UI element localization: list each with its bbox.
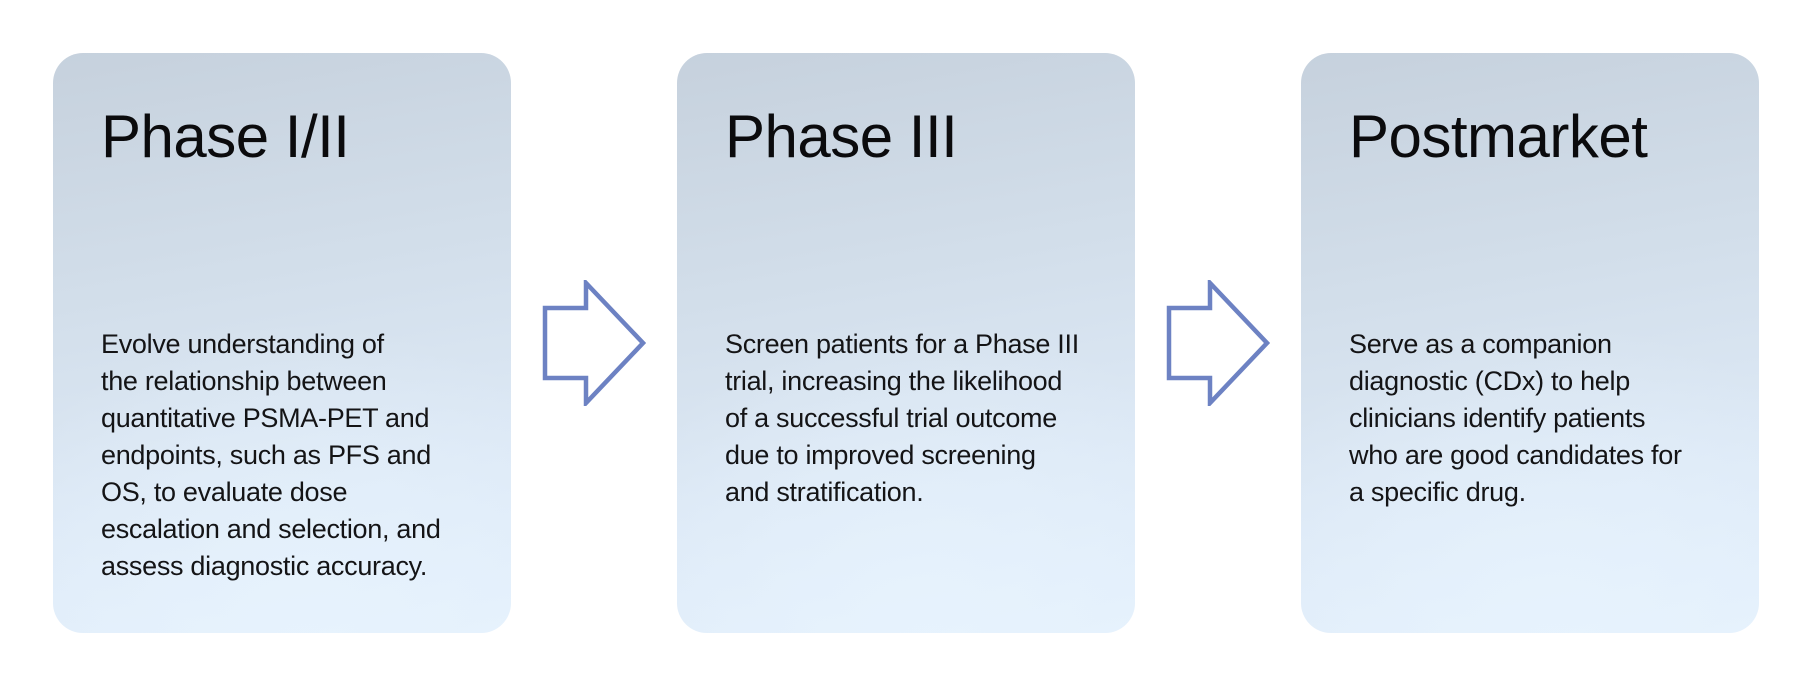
stage-title: Phase I/II (101, 103, 350, 170)
stage-card-phase-iii: Phase III Screen patients for a Phase II… (677, 53, 1135, 633)
stage-title: Postmarket (1349, 103, 1648, 170)
flow-arrow-icon (542, 280, 646, 406)
description-line: who are good candidates for (1349, 440, 1682, 470)
stage-description: Evolve understanding of the relationship … (101, 326, 463, 585)
description-line: Screen patients for a Phase III (725, 329, 1079, 359)
description-line: OS, to evaluate dose (101, 477, 348, 507)
description-line: quantitative PSMA-PET and (101, 403, 430, 433)
description-line: Serve as a companion (1349, 329, 1612, 359)
description-line: and stratification. (725, 477, 924, 507)
stage-description: Serve as a companion diagnostic (CDx) to … (1349, 326, 1711, 511)
right-arrow-shape (542, 280, 646, 406)
stage-title: Phase III (725, 103, 958, 170)
description-line: the relationship between (101, 366, 387, 396)
description-line: escalation and selection, and (101, 514, 441, 544)
description-line: clinicians identify patients (1349, 403, 1646, 433)
stage-card-postmarket: Postmarket Serve as a companion diagnosti… (1301, 53, 1759, 633)
flow-arrow-icon (1166, 280, 1270, 406)
description-line: trial, increasing the likelihood (725, 366, 1063, 396)
right-arrow-shape (1166, 280, 1270, 406)
stage-description: Screen patients for a Phase III trial, in… (725, 326, 1087, 511)
description-line: of a successful trial outcome (725, 403, 1057, 433)
description-line: diagnostic (CDx) to help (1349, 366, 1630, 396)
description-line: Evolve understanding of (101, 329, 384, 359)
stage-card-phase-i-ii: Phase I/II Evolve understanding of the re… (53, 53, 511, 633)
description-line: due to improved screening (725, 440, 1036, 470)
description-line: endpoints, such as PFS and (101, 440, 431, 470)
description-line: a specific drug. (1349, 477, 1526, 507)
description-line: assess diagnostic accuracy. (101, 551, 428, 581)
